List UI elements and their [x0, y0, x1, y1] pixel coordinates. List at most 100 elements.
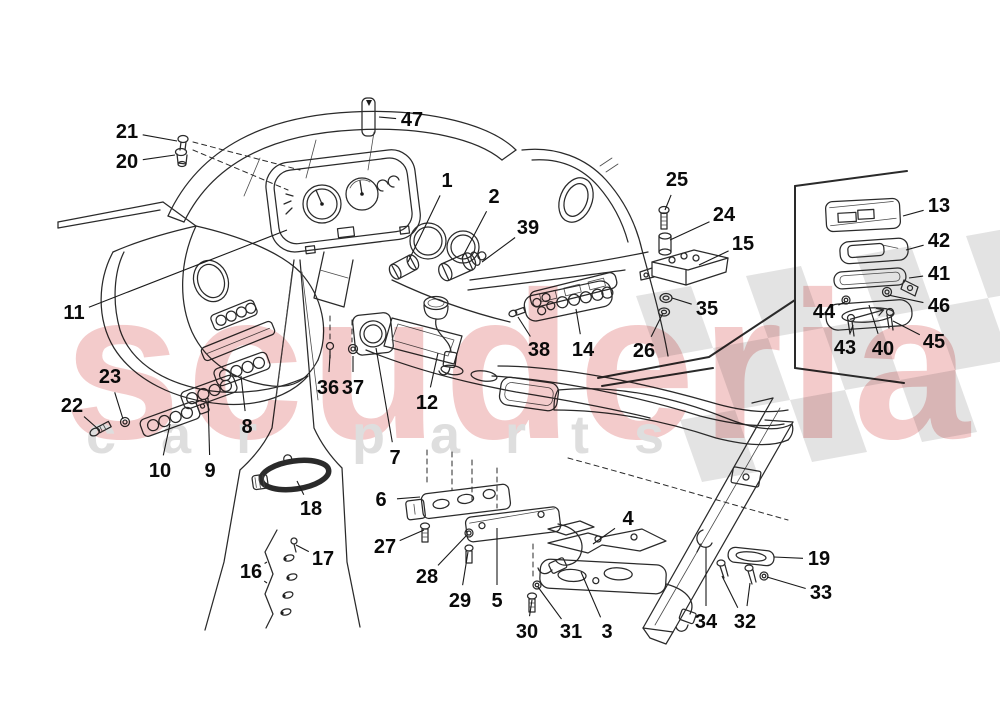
leader-line-41 [908, 275, 924, 279]
leader-line-6 [396, 496, 421, 500]
callout-3: 3 [601, 621, 612, 643]
gasket-41 [833, 267, 919, 297]
leader-line-17 [295, 544, 310, 553]
bracket-6 [405, 483, 512, 521]
checkered-flag-cell [966, 229, 1000, 298]
leader-line-29 [462, 551, 469, 586]
checkered-flag-cell [823, 318, 900, 390]
clip-bracket-16 [264, 529, 298, 629]
nut-28 [464, 528, 474, 538]
diagram-line-art [57, 97, 919, 645]
screw-22 [89, 420, 112, 437]
assembly-dashed-lines [426, 449, 534, 579]
callout-25: 25 [666, 169, 688, 191]
leader-line-24 [669, 221, 710, 241]
callout-43: 43 [834, 337, 856, 359]
callout-32: 32 [734, 611, 756, 633]
leader-line-31 [537, 586, 562, 620]
sill-lamp-19 [727, 546, 775, 567]
leader-line-2 [461, 210, 488, 259]
callout-14: 14 [572, 339, 595, 361]
spacer-24 [658, 232, 672, 256]
screw-38 [508, 306, 526, 318]
callout-36: 36 [317, 377, 339, 399]
leader-line-10 [162, 423, 171, 456]
callout-20: 20 [116, 151, 138, 173]
leader-line-13 [902, 209, 924, 217]
leader-line-20 [142, 154, 176, 161]
callout-39: 39 [517, 217, 539, 239]
switch-13 [824, 197, 902, 233]
switch-2-39 [438, 251, 487, 282]
leader-line-40 [868, 304, 879, 334]
callout-17: 17 [312, 548, 334, 570]
callout-34: 34 [695, 611, 718, 633]
column-bracket [313, 251, 354, 308]
switch-strip-8 [213, 351, 271, 387]
leader-line-12 [429, 352, 439, 388]
watermark-sub-word1: car [86, 405, 302, 465]
bracket-5 [464, 506, 583, 575]
screw-43 [846, 313, 856, 337]
leader-line-28 [437, 535, 467, 566]
leader-line-45 [892, 320, 921, 336]
clip-34 [696, 529, 713, 553]
leader-line-36 [328, 354, 331, 373]
watermark-sub-word2: parts [352, 405, 709, 465]
inset-frame [597, 170, 908, 387]
callout-16: 16 [240, 561, 262, 583]
callout-23: 23 [99, 366, 121, 388]
ignition-switch-1 [388, 254, 420, 280]
callout-42: 42 [928, 230, 950, 252]
switch-cap-42 [839, 237, 909, 265]
callout-1: 1 [441, 170, 452, 192]
checkered-flag-cell [680, 410, 757, 482]
switch-strip-10 [139, 398, 210, 437]
leader-line-15 [698, 250, 729, 266]
washer-23 [119, 416, 131, 428]
mount-20 [174, 147, 188, 168]
leader-line-21 [142, 134, 178, 142]
button-strip-14 [523, 280, 614, 322]
leader-line-33 [766, 576, 806, 590]
leader-line-42 [905, 244, 924, 251]
leader-line-16 [263, 580, 268, 584]
washer-33 [759, 571, 769, 581]
switch-strip-9 [180, 374, 238, 410]
screws-32 [716, 559, 757, 585]
screw-45 [885, 307, 895, 331]
callout-18: 18 [300, 498, 322, 520]
callout-5: 5 [491, 590, 502, 612]
callout-45: 45 [923, 331, 945, 353]
watermark: scuderia car parts [64, 248, 970, 483]
leader-line-23 [114, 392, 124, 420]
leader-line-3 [580, 571, 602, 618]
leader-line-39 [481, 237, 516, 263]
callout-40: 40 [872, 338, 894, 360]
callout-31: 31 [560, 621, 582, 643]
callout-28: 28 [416, 566, 438, 588]
washer-31 [532, 580, 542, 590]
leader-line-44 [838, 301, 846, 306]
callout-8: 8 [241, 416, 252, 438]
callout-6: 6 [375, 489, 386, 511]
washer-37 [347, 319, 359, 355]
callout-15: 15 [732, 233, 754, 255]
rear-console [553, 387, 794, 446]
instrument-cluster [265, 149, 421, 255]
leader-line-19 [773, 556, 804, 559]
ashtray-opening [383, 317, 463, 365]
checkered-flag-cell [790, 390, 867, 462]
callout-33: 33 [810, 582, 832, 604]
clip-row [280, 554, 298, 616]
leader-line-32 [721, 575, 739, 608]
console-surface [365, 251, 651, 419]
leader-line-32 [746, 582, 751, 607]
right-dash-end [521, 148, 669, 357]
callout-4: 4 [622, 508, 634, 530]
leader-line-38 [517, 316, 531, 337]
callout-21: 21 [116, 121, 138, 143]
leader-line-16 [264, 561, 268, 564]
callout-46: 46 [928, 295, 950, 317]
